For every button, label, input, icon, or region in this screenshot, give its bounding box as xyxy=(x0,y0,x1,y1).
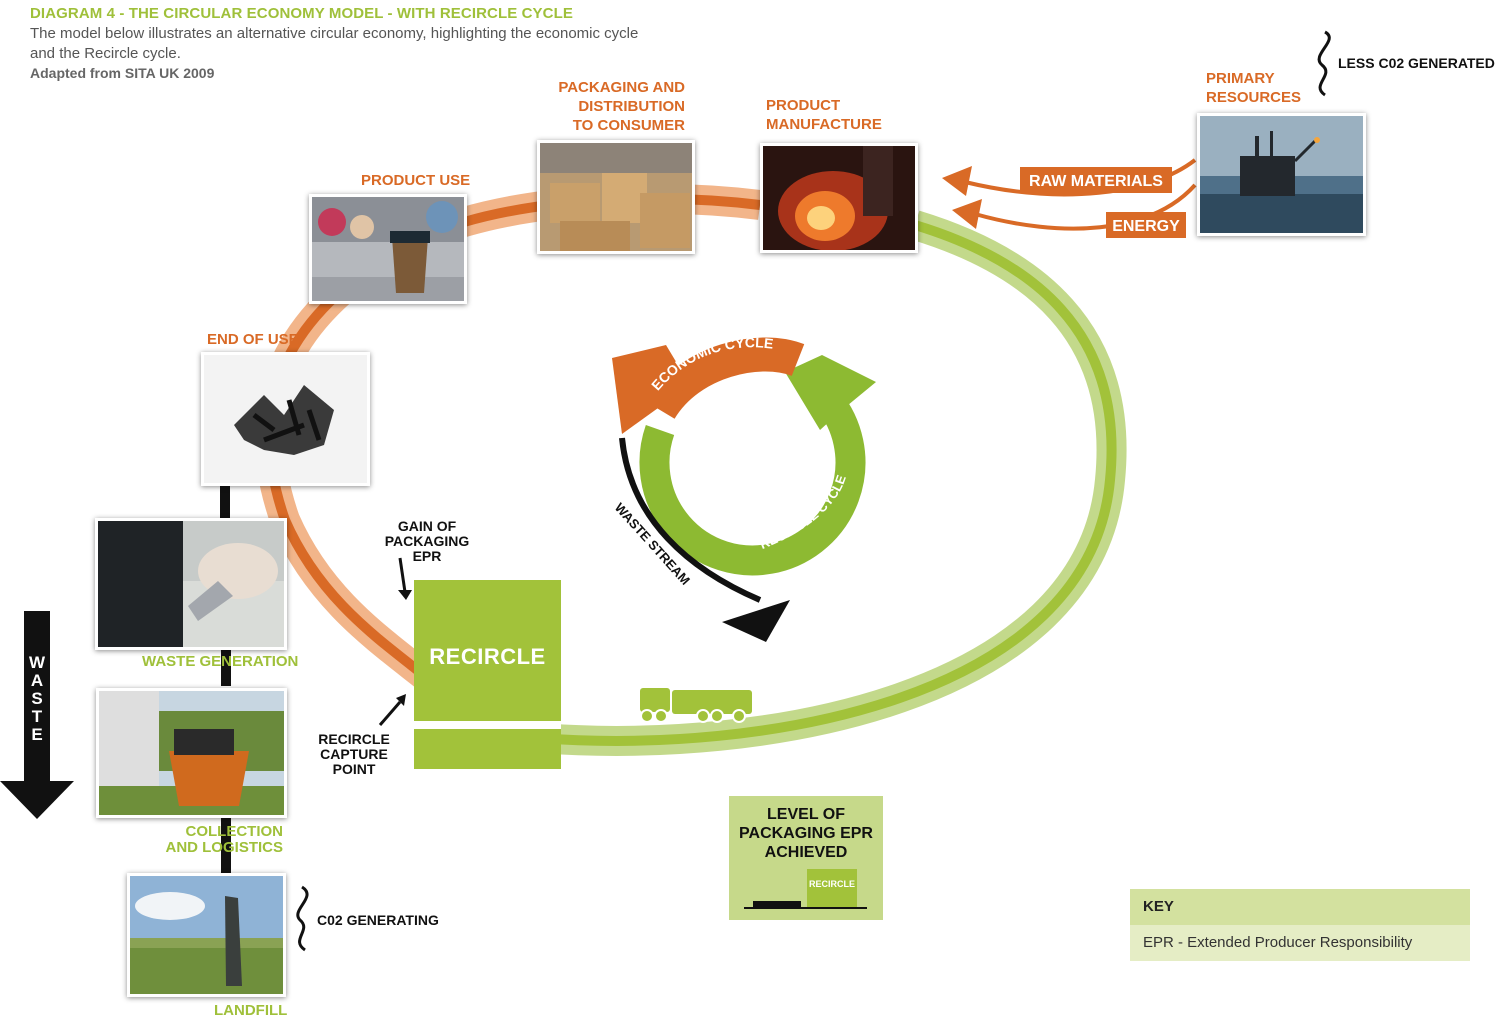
packaging-photo xyxy=(537,140,695,254)
primary-resources-photo xyxy=(1197,113,1366,236)
waste-letter: T xyxy=(31,707,43,726)
label-product-use: PRODUCT USE xyxy=(361,172,471,189)
epr-level-text: LEVEL OF PACKAGING EPR ACHIEVED xyxy=(739,806,873,861)
recircle-box: RECIRCLE xyxy=(414,580,561,769)
diagram-title: DIAGRAM 4 - THE CIRCULAR ECONOMY MODEL -… xyxy=(30,5,573,22)
landfill-photo xyxy=(127,873,286,997)
key-panel: KEY EPR - Extended Producer Responsibili… xyxy=(1130,889,1470,961)
recircle-ring xyxy=(538,210,1127,756)
diagram-subtitle: The model below illustrates an alternati… xyxy=(30,25,639,62)
truck-icon xyxy=(640,688,752,723)
note-capture-point: RECIRCLE CAPTURE POINT xyxy=(318,731,390,777)
waste-stream-arrow xyxy=(619,437,762,603)
end-of-use-photo xyxy=(201,352,370,486)
note-co2-generating: C02 GENERATING xyxy=(317,912,439,928)
squiggle-co2-generating xyxy=(296,885,309,952)
manufacture-photo xyxy=(760,143,918,253)
label-primary-resources: PRIMARY RESOURCES xyxy=(1206,70,1302,106)
energy-label: ENERGY xyxy=(1112,218,1180,235)
source-note: Adapted from SITA UK 2009 xyxy=(30,65,215,81)
raw-materials-label: RAW MATERIALS xyxy=(1029,173,1163,190)
energy-arrow xyxy=(974,183,1197,231)
product-use-photo xyxy=(309,194,467,304)
collection-photo xyxy=(96,688,287,818)
level-base-line xyxy=(744,907,867,909)
level-base-block xyxy=(753,901,801,907)
label-manufacture: PRODUCT MANUFACTURE xyxy=(766,97,882,133)
waste-letter: A xyxy=(30,671,44,690)
key-entry: EPR - Extended Producer Responsibility xyxy=(1130,925,1470,961)
recircle-cycle-arrow xyxy=(639,390,866,576)
squiggle-less-co2 xyxy=(1317,30,1331,97)
key-heading: KEY xyxy=(1130,889,1470,925)
waste-letter: E xyxy=(31,725,43,744)
epr-level-box: LEVEL OF PACKAGING EPR ACHIEVED RECIRCLE xyxy=(729,796,883,920)
energy-box xyxy=(1106,212,1186,238)
note-gain-epr: GAIN OF PACKAGING EPR xyxy=(384,518,470,564)
level-mini-recircle: RECIRCLE xyxy=(807,869,857,907)
waste-generation-photo xyxy=(95,518,287,650)
raw-materials-box xyxy=(1020,167,1172,193)
waste-letter: W xyxy=(28,653,46,672)
recircle-box-label: RECIRCLE xyxy=(429,644,546,669)
label-end-of-use: END OF USE xyxy=(207,331,299,348)
waste-down-arrow xyxy=(0,611,74,819)
recircle-slot xyxy=(414,721,561,729)
label-packaging: PACKAGING AND DISTRIBUTION TO CONSUMER xyxy=(558,79,685,134)
waste-letter: S xyxy=(31,689,43,708)
label-collection: COLLECTION AND LOGISTICS xyxy=(165,823,283,856)
label-waste-generation: WASTE GENERATION xyxy=(142,653,299,670)
note-less-co2: LESS C02 GENERATED xyxy=(1338,55,1495,71)
label-landfill: LANDFILL xyxy=(214,1002,288,1019)
